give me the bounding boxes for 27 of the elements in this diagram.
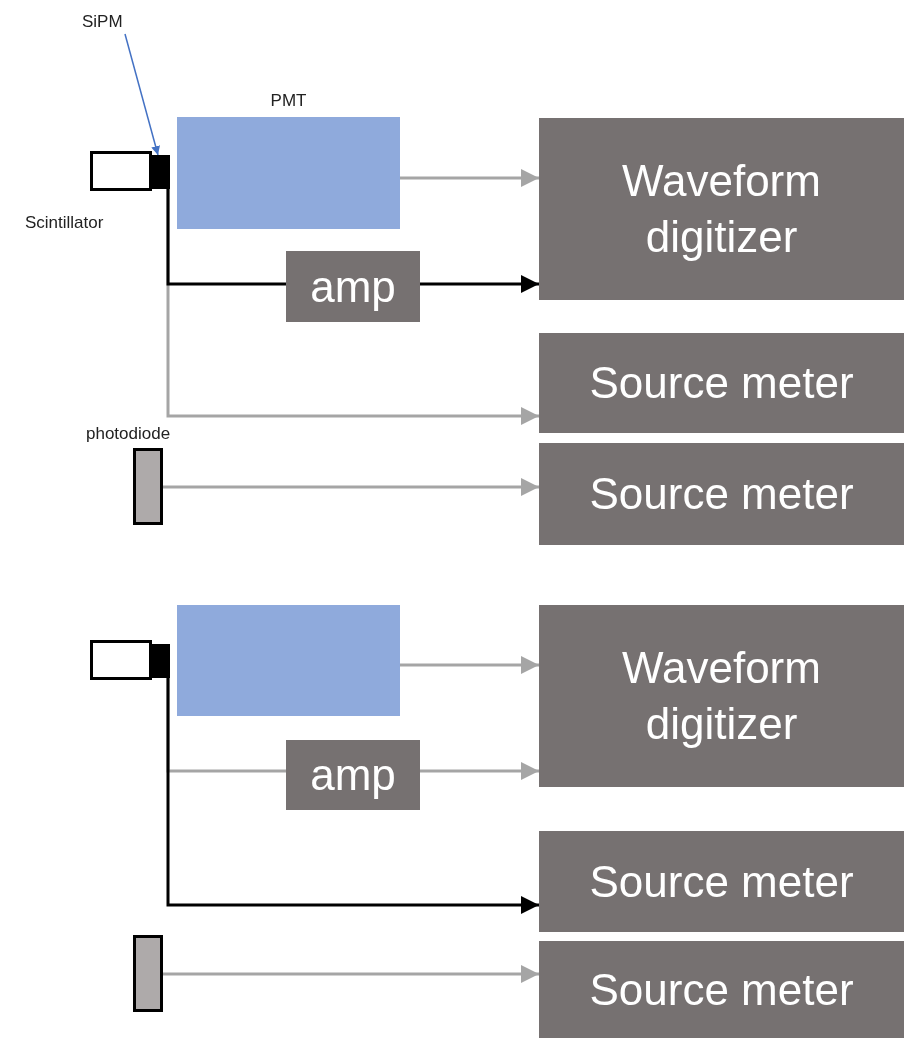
component-label: SiPM bbox=[82, 12, 132, 34]
device-box: amp bbox=[286, 251, 420, 322]
device-box: amp bbox=[286, 740, 420, 810]
arrow bbox=[420, 275, 539, 293]
photodiode-block bbox=[133, 448, 163, 525]
sipm-block bbox=[150, 155, 170, 189]
sipm-block bbox=[150, 644, 170, 678]
leader-arrow bbox=[124, 33, 160, 156]
scintillator-block bbox=[90, 151, 152, 191]
device-box: Source meter bbox=[539, 941, 904, 1038]
arrow bbox=[163, 478, 539, 496]
arrow bbox=[166, 678, 539, 914]
device-box: Source meter bbox=[539, 333, 904, 433]
arrow bbox=[163, 965, 539, 983]
connector-line bbox=[166, 189, 286, 286]
device-box: Source meter bbox=[539, 831, 904, 932]
photodiode-block bbox=[133, 935, 163, 1012]
arrow bbox=[420, 762, 539, 780]
component-label: PMT bbox=[270, 91, 307, 111]
scintillator-block bbox=[90, 640, 152, 680]
device-box: Waveform digitizer bbox=[539, 605, 904, 787]
device-box: Source meter bbox=[539, 443, 904, 545]
component-label: photodiode bbox=[86, 424, 171, 444]
component-label: Scintillator bbox=[25, 213, 104, 233]
device-box: Waveform digitizer bbox=[539, 118, 904, 300]
arrow bbox=[400, 656, 539, 674]
arrow bbox=[400, 169, 539, 187]
